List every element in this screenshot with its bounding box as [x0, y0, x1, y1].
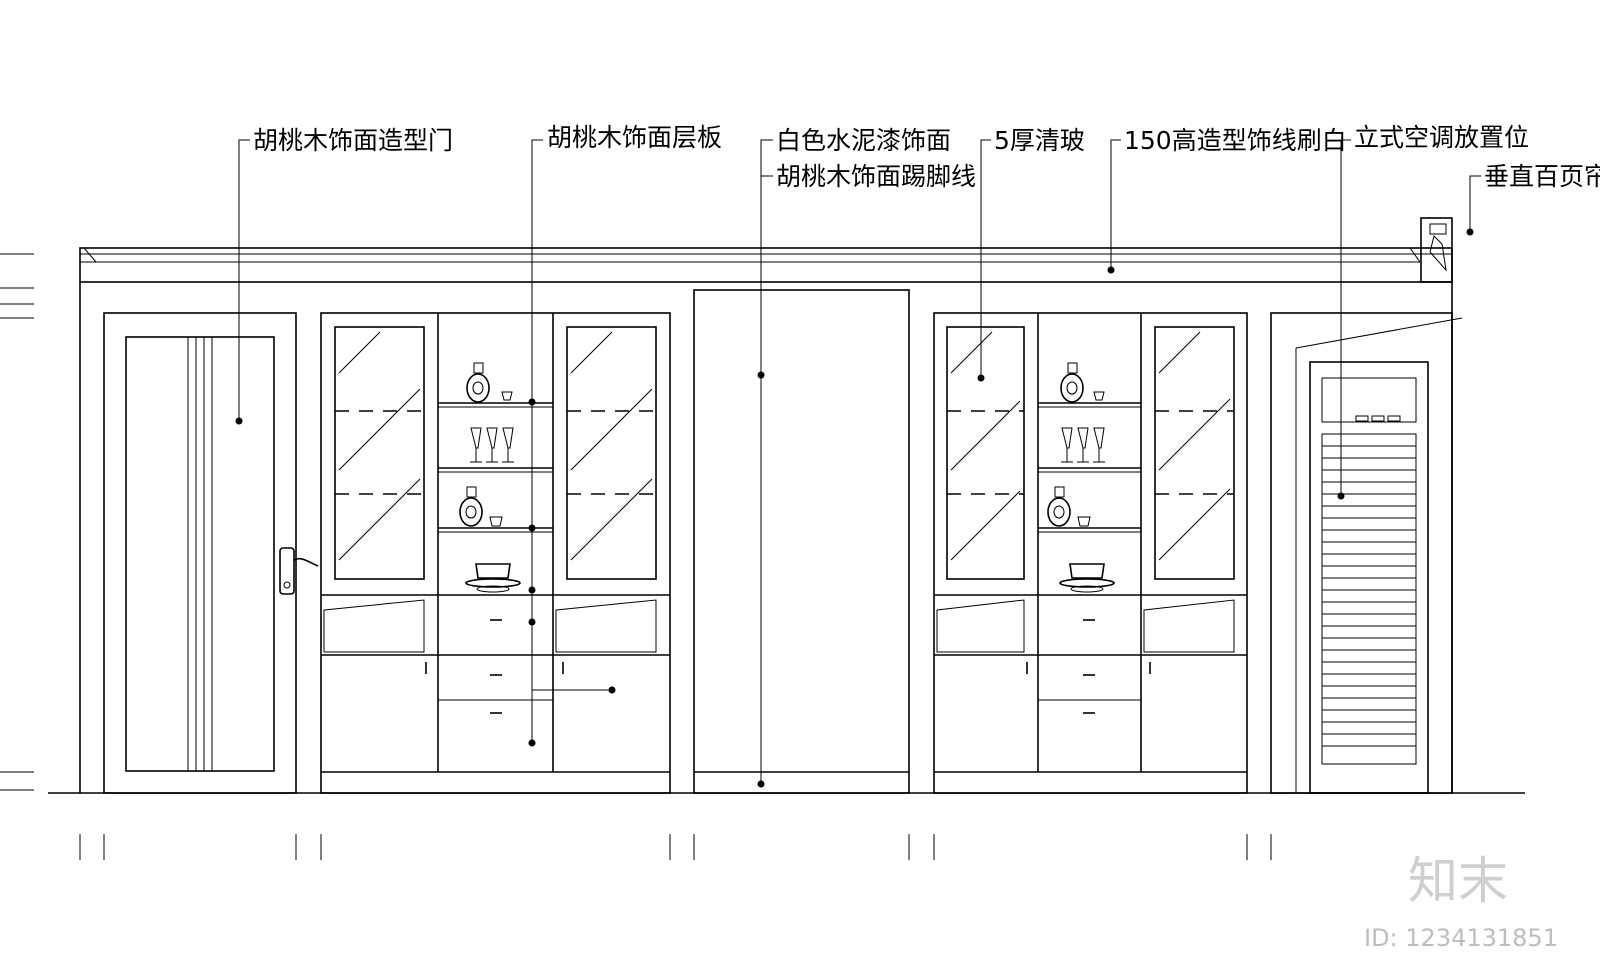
label-moulding: 150高造型饰线刷白 [1124, 126, 1347, 155]
label-paint: 白色水泥漆饰面 [776, 126, 951, 155]
right-cabinet [933, 312, 1248, 794]
label-door: 胡桃木饰面造型门 [253, 126, 453, 155]
ac-louvers [1322, 445, 1416, 747]
top-cornice [79, 247, 1453, 283]
leader-lines [235, 139, 1481, 788]
bottom-dimension-ticks [79, 834, 1272, 860]
label-blind: 垂直百页帘 [1484, 162, 1600, 191]
middle-panel [693, 289, 910, 794]
label-skirting: 胡桃木饰面踢脚线 [776, 162, 976, 191]
door-handle [279, 547, 319, 595]
blind-box [1420, 217, 1453, 283]
label-glass: 5厚清玻 [994, 126, 1085, 155]
left-cabinet [320, 312, 671, 794]
watermark-brand: 知末 [1408, 852, 1508, 910]
label-shelf: 胡桃木饰面层板 [547, 123, 722, 152]
left-level-marks [0, 253, 34, 791]
watermark-id: ID: 1234131851 [1364, 924, 1558, 952]
walnut-door [103, 312, 297, 794]
ac-niche [1270, 312, 1463, 794]
label-ac: 立式空调放置位 [1354, 123, 1529, 152]
